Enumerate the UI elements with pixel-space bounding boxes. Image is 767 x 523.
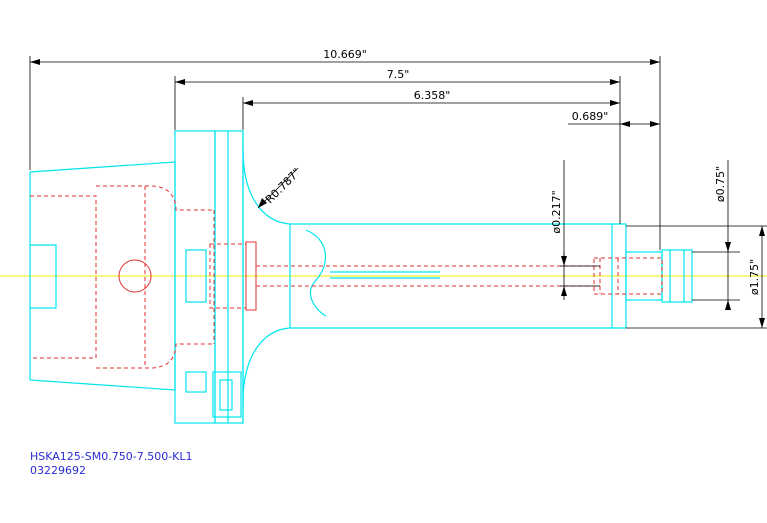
dim-body-diameter: ø1.75": [748, 226, 765, 328]
dim-gauge-length: 7.5": [175, 68, 620, 85]
dim-body-length-label: 6.358": [414, 89, 451, 102]
coolant-channel: [305, 229, 440, 317]
dim-tip-length-label: 0.689": [572, 110, 609, 123]
dim-gauge-length-label: 7.5": [387, 68, 410, 81]
hidden-lines: [30, 185, 663, 369]
dim-bore-diameter-label: ø0.217": [550, 190, 563, 233]
part-number: 03229692: [30, 464, 86, 477]
dim-tip-diameter: ø0.75": [714, 166, 731, 310]
dim-radius: R0.787": [257, 166, 303, 209]
part-code: HSKA125-SM0.750-7.500-KL1: [30, 450, 193, 463]
flange-outline: [174, 130, 244, 424]
dim-radius-label: R0.787": [263, 166, 303, 206]
dim-overall-length-label: 10.669": [323, 48, 367, 61]
extension-lines: [29, 56, 767, 329]
dim-tip-length: 0.689": [568, 110, 660, 127]
dim-tip-diameter-label: ø0.75": [714, 166, 727, 202]
dim-overall-length: 10.669": [30, 48, 660, 65]
body-outline: [242, 131, 618, 423]
dim-body-length: 6.358": [243, 89, 620, 106]
dim-body-diameter-label: ø1.75": [748, 259, 761, 295]
dim-bore-diameter: ø0.217": [550, 190, 600, 300]
